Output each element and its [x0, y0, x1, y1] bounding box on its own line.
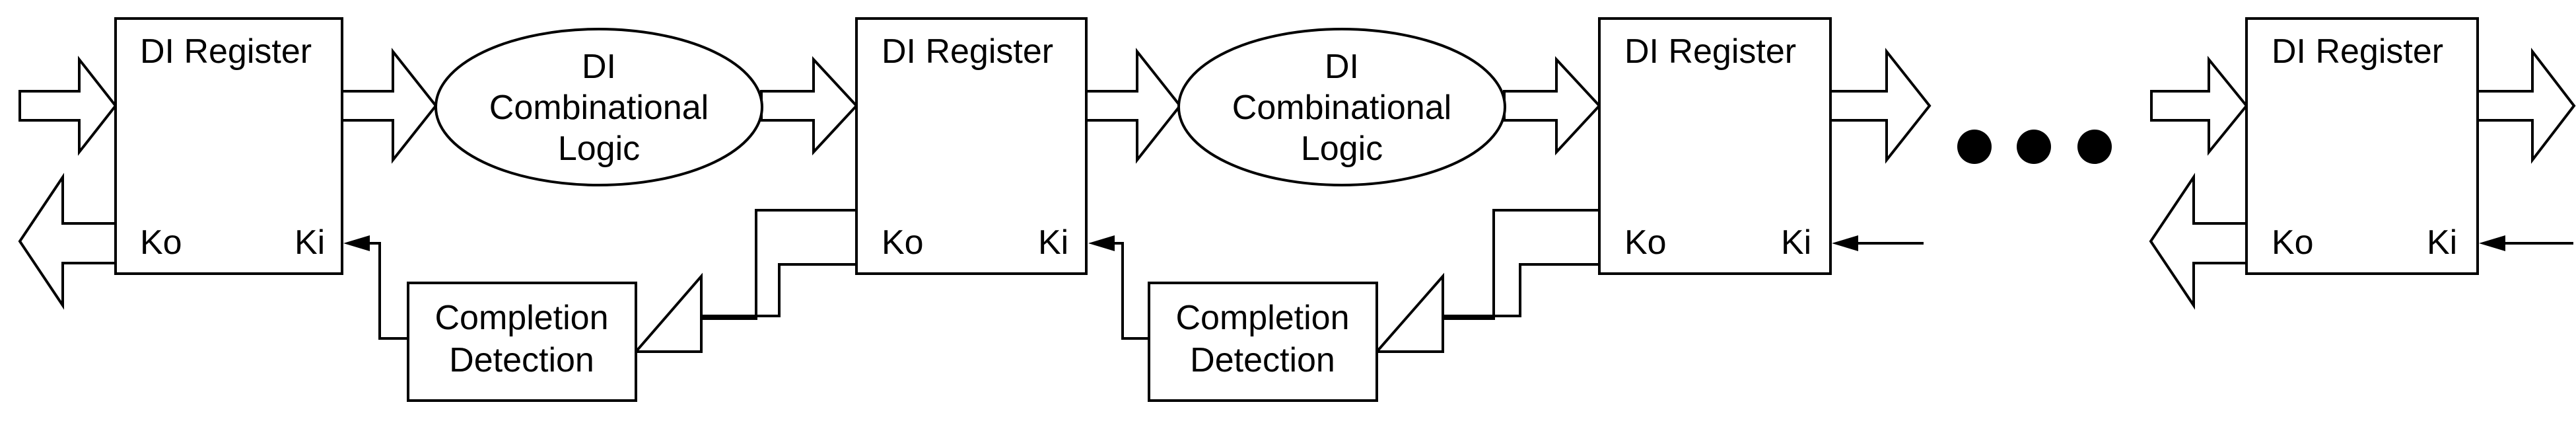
combinational-logic-1-ellipse [435, 28, 763, 186]
combinational-logic-2-line1: DI [1325, 48, 1359, 86]
data-arrow-into-reg4 [2150, 56, 2248, 156]
completion-detection-2-box [1148, 282, 1378, 402]
combinational-logic-2-line3: Logic [1301, 130, 1383, 168]
ki-arrowhead-2 [1088, 235, 1115, 251]
register-1-ki-label: Ki [295, 223, 325, 262]
register-3-ki-label: Ki [1781, 223, 1811, 262]
continuation-dot-3 [2077, 130, 2112, 164]
ki-wire-2 [1115, 242, 1149, 340]
register-1: DI Register Ko Ki [114, 17, 343, 275]
continuation-dot-1 [1957, 130, 1992, 164]
completion-detection-1: Completion Detection [407, 282, 637, 402]
register-2-box [855, 17, 1088, 275]
combinational-logic-2: DI Combinational Logic [1177, 28, 1506, 186]
completion-detection-2-line1: Completion [1175, 299, 1349, 337]
completion-detection-1-line1: Completion [435, 299, 608, 337]
ki-wire-1 [370, 242, 408, 340]
combinational-logic-1-line1: DI [582, 48, 616, 86]
completion-detection-2-line2: Detection [1190, 341, 1335, 379]
register-3: DI Register Ko Ki [1598, 17, 1832, 275]
register-3-ko-label: Ko [1624, 223, 1667, 262]
cd-feedback-arrow-1 [633, 209, 858, 353]
register-4-ko-label: Ko [2272, 223, 2314, 262]
register-1-box [114, 17, 343, 275]
ack-out-arrow-left [18, 173, 117, 310]
ki-arrowhead-3 [1832, 235, 1858, 251]
ack-out-arrow-reg4 [2149, 173, 2248, 310]
combinational-logic-2-ellipse [1177, 28, 1506, 186]
completion-detection-1-box [407, 282, 637, 402]
ki-arrowhead-4 [2479, 235, 2505, 251]
register-3-box [1598, 17, 1832, 275]
combinational-logic-1-line2: Combinational [489, 89, 709, 127]
continuation-dot-2 [2017, 130, 2051, 164]
cd-feedback-arrow-2 [1374, 209, 1601, 353]
completion-detection-1-line2: Detection [449, 341, 594, 379]
register-2-ko-label: Ko [882, 223, 924, 262]
register-4-box [2245, 17, 2479, 275]
register-4-ki-label: Ki [2427, 223, 2457, 262]
register-3-title: DI Register [1624, 32, 1796, 71]
register-2: DI Register Ko Ki [855, 17, 1088, 275]
register-1-ko-label: Ko [140, 223, 182, 262]
data-arrow-logic2-to-reg3 [1503, 56, 1601, 156]
combinational-logic-2-line2: Combinational [1232, 89, 1451, 127]
register-4-title: DI Register [2272, 32, 2443, 71]
continuation-dots [1957, 130, 2112, 164]
input-data-arrow [18, 56, 118, 156]
register-2-title: DI Register [882, 32, 1053, 71]
combinational-logic-1-line3: Logic [558, 130, 640, 168]
data-arrow-reg1-to-logic1 [341, 48, 438, 164]
data-arrow-reg2-to-logic2 [1085, 48, 1182, 164]
register-2-ki-label: Ki [1038, 223, 1068, 262]
output-data-arrow [2476, 48, 2576, 164]
combinational-logic-1: DI Combinational Logic [435, 28, 763, 186]
completion-detection-2: Completion Detection [1148, 282, 1378, 402]
ki-arrowhead-1 [343, 235, 370, 251]
register-1-title: DI Register [140, 32, 312, 71]
data-arrow-logic1-to-reg2 [760, 56, 858, 156]
register-4: DI Register Ko Ki [2245, 17, 2479, 275]
data-arrow-reg3-out [1829, 48, 1932, 164]
